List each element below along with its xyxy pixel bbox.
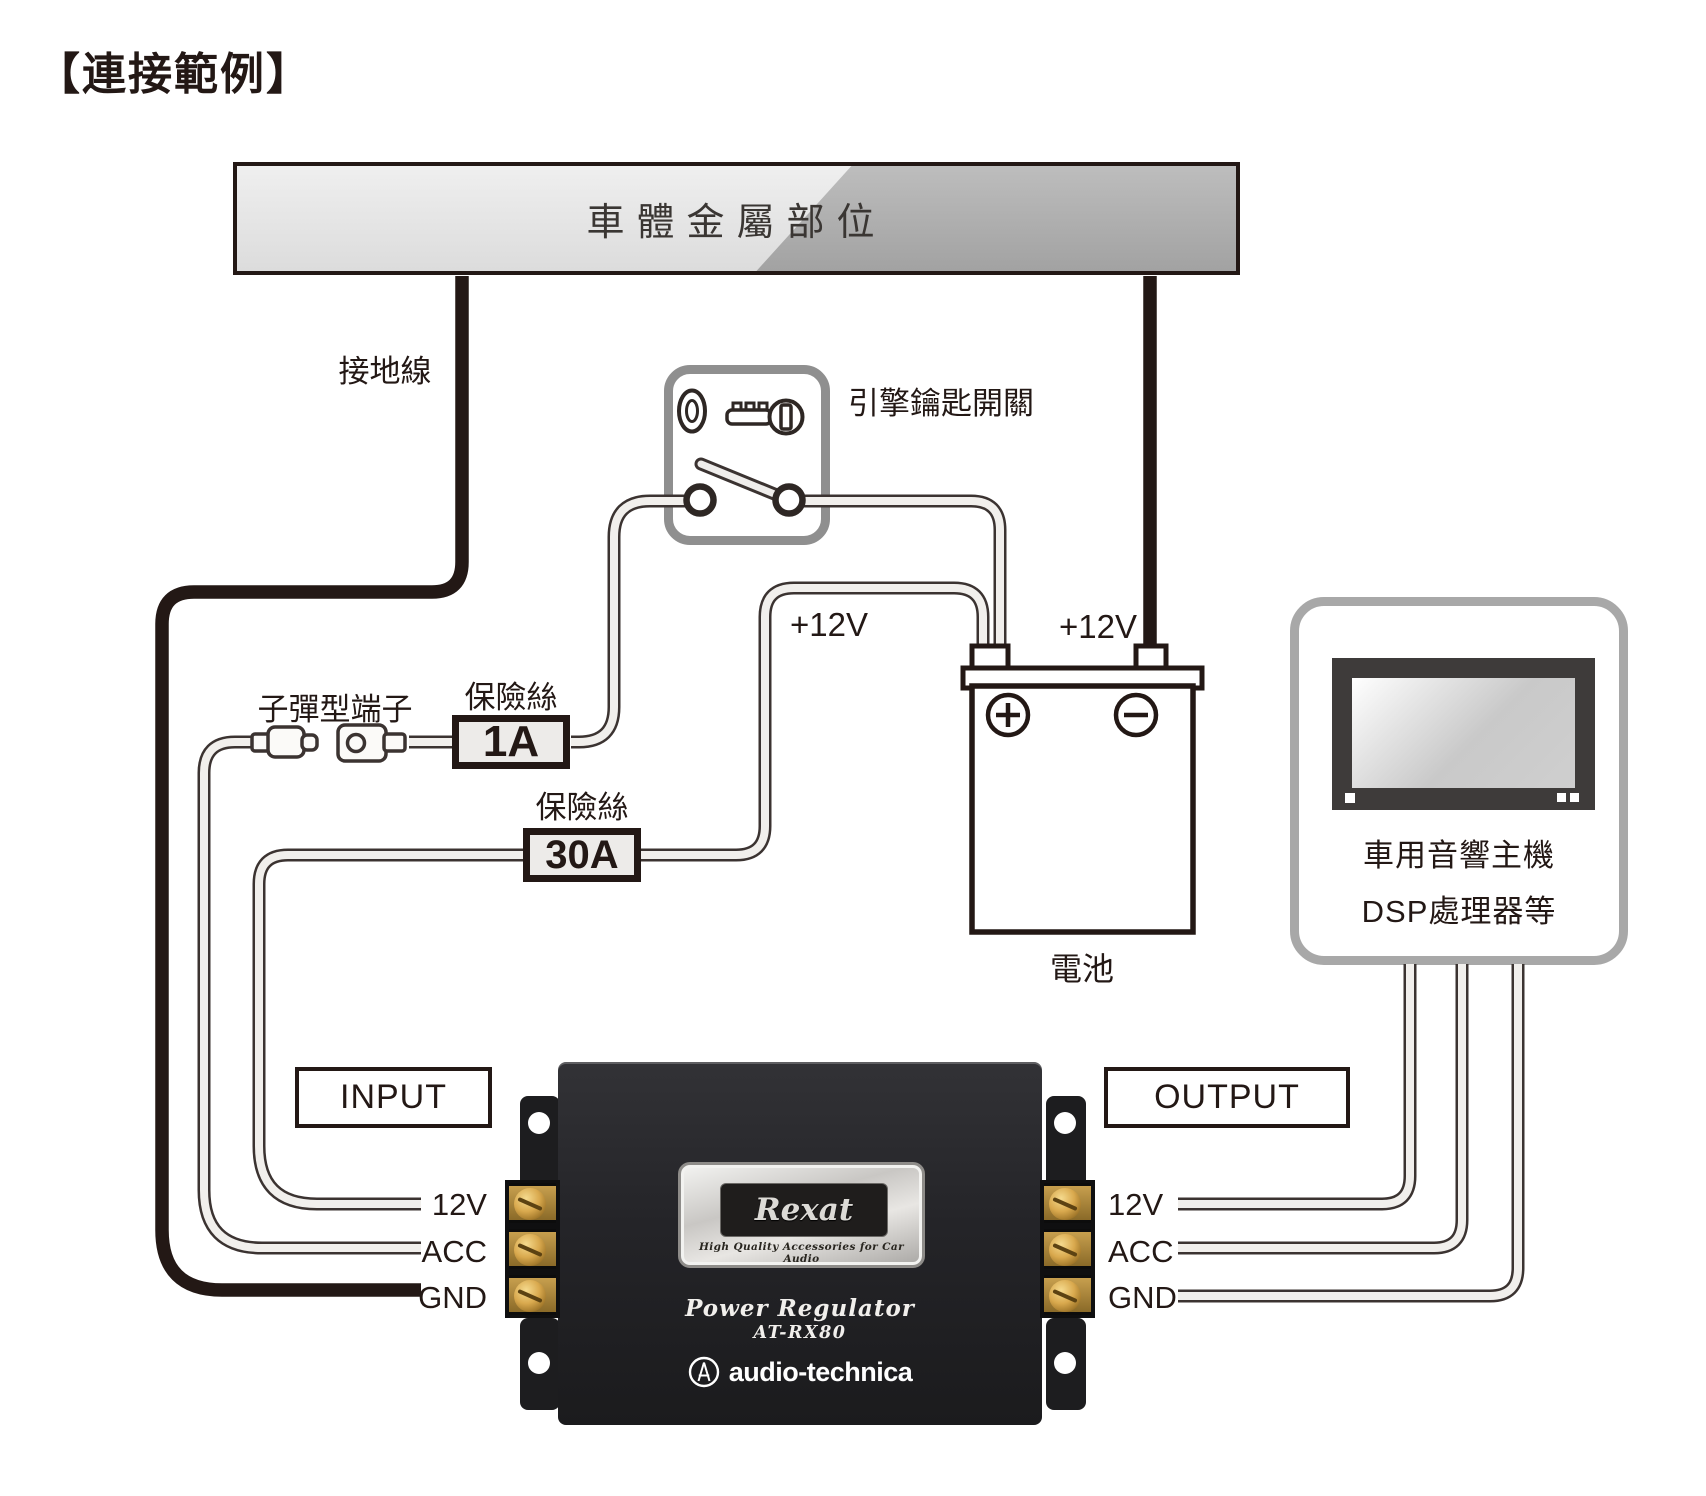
bullet-to-acc-wire	[197, 735, 421, 1255]
fuse-1a-label: 保險絲	[464, 680, 558, 715]
mounting-tab	[520, 1318, 560, 1410]
ground-wire	[155, 276, 469, 1297]
rexat-badge-window: Rexat	[720, 1183, 888, 1237]
ignition-switch-box	[664, 365, 830, 545]
car-body-bar-shade	[756, 166, 1236, 271]
bullet-terminal-icons	[250, 723, 407, 763]
page-title: 【連接範例】	[36, 50, 312, 99]
fuse-30a-box: 30A	[523, 828, 641, 882]
bullet-terminal-label: 子彈型端子	[257, 692, 413, 727]
car-body-bar: 車體金屬部位	[233, 162, 1240, 275]
terminal-screw-icon	[509, 1183, 556, 1223]
model-number-label: AT-RX80	[753, 1323, 847, 1343]
input-terminal-12v: 12V	[431, 1187, 487, 1222]
output-terminal-12v: 12V	[1108, 1187, 1164, 1222]
output-terminal-gnd: GND	[1108, 1280, 1177, 1315]
maker-logo-row: audio-technica	[558, 1356, 1042, 1388]
terminal-screw-icon	[509, 1229, 556, 1269]
plus-symbol	[985, 692, 1031, 738]
car-body-label: 車體金屬部位	[586, 202, 887, 244]
terminal-screw-icon	[509, 1275, 556, 1315]
terminal-screw-icon	[1044, 1183, 1091, 1223]
maker-name-label: audio-technica	[728, 1356, 913, 1387]
brand-logo-text: Rexat	[754, 1192, 854, 1228]
switch-to-fuse1a-wire	[571, 494, 687, 749]
minus-symbol	[1113, 692, 1159, 738]
battery-terminal-negative	[1133, 643, 1169, 675]
input-terminal-block	[505, 1180, 560, 1318]
terminal-screw-icon	[1044, 1275, 1091, 1315]
mounting-hole-icon	[528, 1112, 550, 1134]
audio-technica-mark-icon	[688, 1356, 719, 1388]
battery-label: 電池	[1049, 951, 1114, 987]
rexat-badge: Rexat High Quality Accessories for Car A…	[678, 1162, 925, 1268]
mounting-hole-icon	[528, 1352, 550, 1374]
screen-button-icon	[1570, 793, 1579, 802]
ignition-switch-label: 引擎鑰匙開關	[848, 386, 1034, 421]
screen-button-icon	[1345, 793, 1355, 803]
input-terminal-gnd: GND	[418, 1280, 487, 1315]
ground-wire-label: 接地線	[338, 354, 432, 389]
mounting-tab	[520, 1096, 560, 1188]
mounting-hole-icon	[1054, 1352, 1076, 1374]
terminal-screw-icon	[1044, 1229, 1091, 1269]
fuse30a-to-12v-wire	[252, 848, 524, 1211]
plus12v-right-label: +12V	[1059, 608, 1137, 645]
mounting-tab	[1046, 1318, 1086, 1410]
head-unit-screen-glass	[1352, 678, 1575, 788]
plus12v-left-label: +12V	[790, 606, 868, 643]
head-unit-label-2: DSP處理器等	[1361, 894, 1557, 929]
output-gnd-wire	[1178, 964, 1525, 1303]
input-box: INPUT	[295, 1067, 492, 1128]
output-terminal-acc: ACC	[1108, 1234, 1174, 1269]
battery-terminal-positive	[969, 643, 1011, 675]
product-type-label: Power Regulator	[685, 1295, 915, 1322]
brand-tagline: High Quality Accessories for Car Audio	[698, 1241, 905, 1265]
output-box: OUTPUT	[1104, 1067, 1350, 1128]
fuse-30a-label: 保險絲	[535, 790, 629, 825]
output-terminal-block	[1040, 1180, 1095, 1318]
input-terminal-acc: ACC	[421, 1234, 487, 1269]
screen-button-icon	[1557, 793, 1566, 802]
mounting-tab	[1046, 1096, 1086, 1188]
head-unit-label-1: 車用音響主機	[1363, 838, 1555, 873]
fuse-1a-box: 1A	[452, 715, 570, 769]
battery-icon	[960, 643, 1205, 935]
mounting-hole-icon	[1054, 1112, 1076, 1134]
